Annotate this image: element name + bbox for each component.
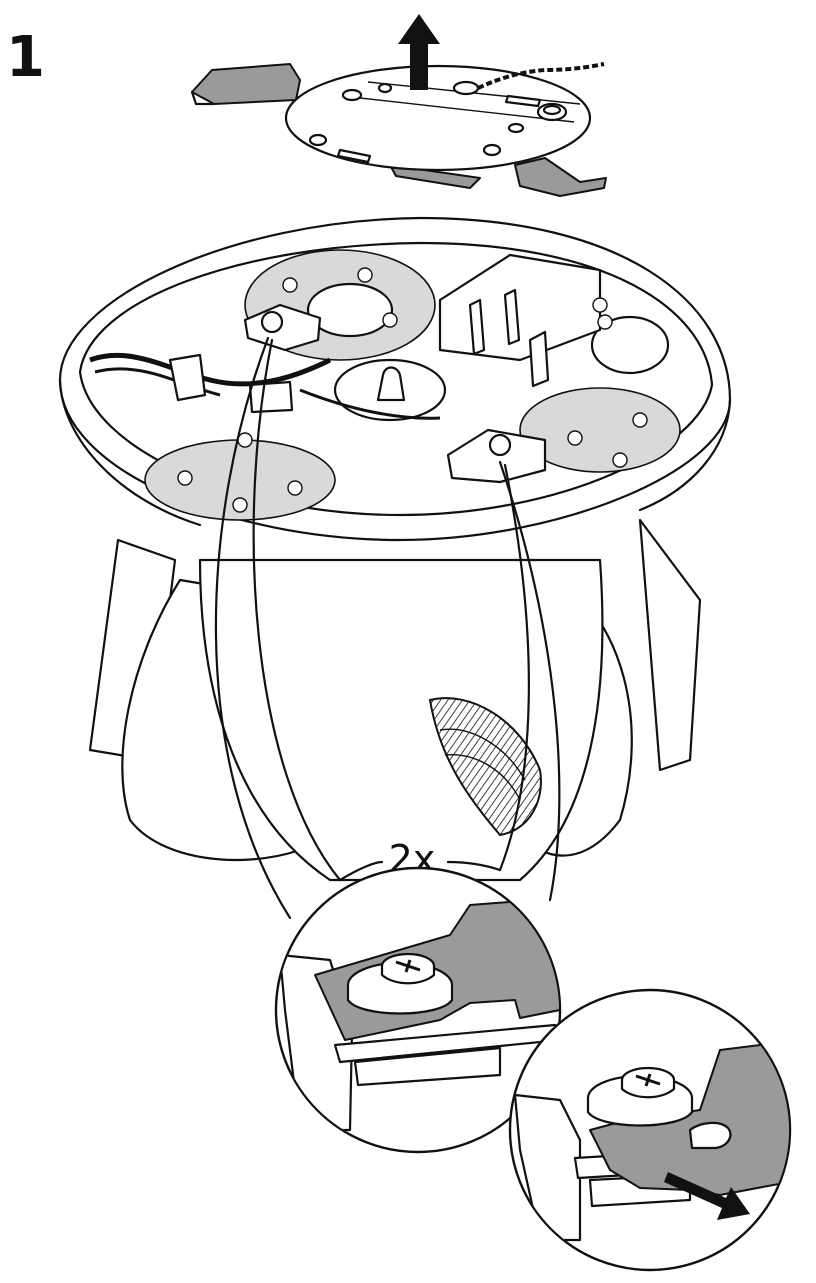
callout-loop [214, 336, 561, 920]
detail-circle-screw [274, 866, 562, 1154]
lamp-body [58, 216, 732, 882]
mounting-plate [190, 62, 607, 197]
detail-circle-slide [508, 988, 792, 1272]
arrow-down-right-icon [664, 1172, 750, 1220]
phillips-screw-icon [395, 959, 421, 973]
arrow-up-icon [398, 14, 440, 90]
step-number: 1 [6, 25, 45, 90]
